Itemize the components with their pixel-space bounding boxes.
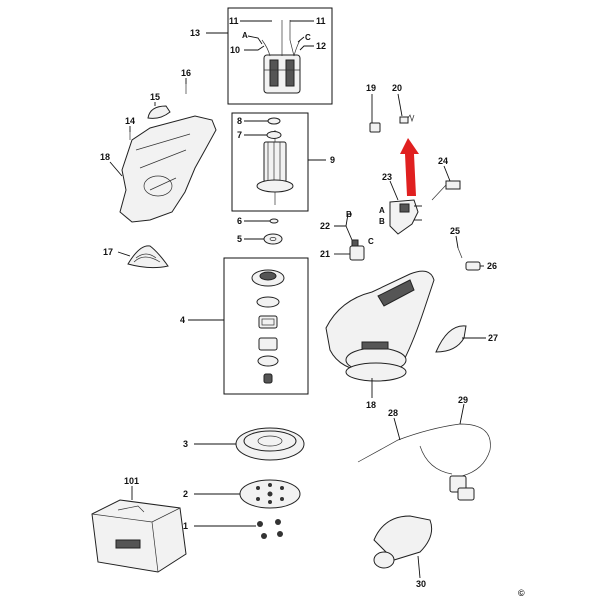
callout-9: 9	[330, 155, 335, 165]
connector-24	[431, 180, 461, 201]
gear-stack	[251, 269, 285, 384]
red-arrow	[400, 138, 419, 196]
callout-numbers: 13 11 11 10 12 16 15 14 18 8 7 9 6 5 17 …	[100, 16, 498, 589]
callout-16: 16	[181, 68, 191, 78]
callout-2: 2	[183, 489, 188, 499]
callout-101: 101	[124, 476, 139, 486]
callout-10: 10	[230, 45, 240, 55]
power-cable	[357, 423, 491, 501]
motor-field-group-box	[227, 7, 333, 105]
callout-26: 26	[487, 261, 497, 271]
marker-a-top: A	[242, 31, 248, 40]
callout-3: 3	[183, 439, 188, 449]
callout-27: 27	[488, 333, 498, 343]
cover-15	[147, 105, 171, 119]
gear-group-box	[223, 257, 309, 395]
copyright-mark: ©	[518, 588, 525, 598]
callout-13: 13	[190, 28, 200, 38]
sanding-pad-17	[127, 245, 169, 269]
marker-c-top: C	[305, 33, 311, 42]
backing-pad-3	[235, 427, 305, 461]
callout-12: 12	[316, 41, 326, 51]
washer-7	[266, 131, 282, 139]
bearing-5	[263, 233, 283, 245]
callout-20: 20	[392, 83, 402, 93]
clamp-26	[465, 261, 481, 271]
housing-half	[119, 115, 217, 223]
marker-b-23: B	[379, 217, 385, 226]
callout-30: 30	[416, 579, 426, 589]
callout-18-right: 18	[366, 400, 376, 410]
callout-5: 5	[237, 234, 242, 244]
motor-field	[261, 20, 301, 94]
carry-case-101	[91, 499, 187, 573]
screw-25	[457, 247, 463, 259]
switch-cap-21	[349, 239, 365, 261]
switch-part-19	[369, 122, 381, 133]
callout-19: 19	[366, 83, 376, 93]
callout-29: 29	[458, 395, 468, 405]
screws-1	[257, 519, 283, 539]
callout-22: 22	[320, 221, 330, 231]
assembled-sander	[325, 270, 435, 382]
callout-4: 4	[180, 315, 185, 325]
spring-20	[399, 114, 415, 124]
washer-6	[269, 218, 279, 224]
sanding-disc-2	[239, 479, 301, 509]
callout-14: 14	[125, 116, 135, 126]
callout-8: 8	[237, 116, 242, 126]
callout-15: 15	[150, 92, 160, 102]
callout-17: 17	[103, 247, 113, 257]
marker-c-21: C	[368, 237, 374, 246]
switch-23	[389, 199, 419, 235]
armature-group-box	[231, 112, 309, 212]
callout-28: 28	[388, 408, 398, 418]
armature	[256, 130, 294, 205]
callout-21: 21	[320, 249, 330, 259]
callout-23: 23	[382, 172, 392, 182]
leader-lines	[109, 20, 486, 579]
marker-a-23: A	[379, 206, 385, 215]
callout-24: 24	[438, 156, 448, 166]
callout-18-left: 18	[100, 152, 110, 162]
callout-6: 6	[237, 216, 242, 226]
sheet-27	[435, 325, 467, 353]
marker-b-22: B	[346, 210, 352, 219]
callout-7: 7	[237, 130, 242, 140]
wire-markers: A C B C A B	[242, 31, 385, 246]
callout-25: 25	[450, 226, 460, 236]
callout-1: 1	[183, 521, 188, 531]
dust-bag-30	[373, 515, 433, 569]
callout-11-left: 11	[229, 16, 239, 26]
callout-11-right: 11	[316, 16, 326, 26]
washer-8	[267, 117, 281, 125]
